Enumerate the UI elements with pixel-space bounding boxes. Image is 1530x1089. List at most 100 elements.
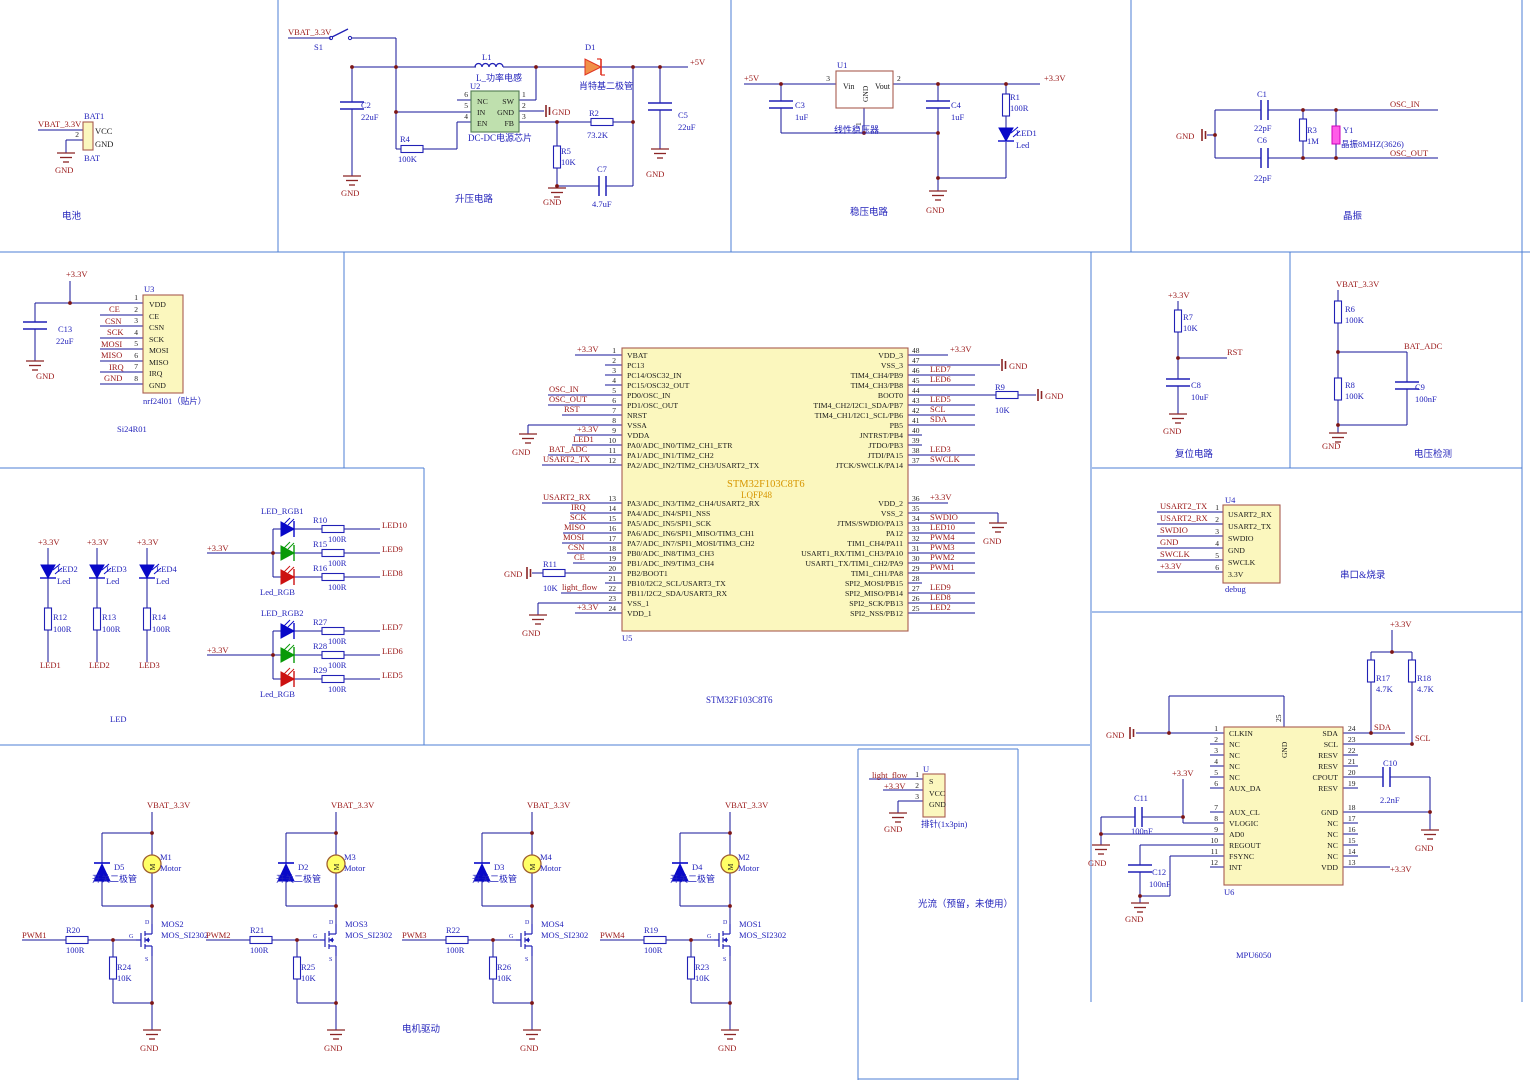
label-nrf24l01_[interactable]: nrf24l01（贴片） xyxy=(143,396,206,406)
label-D[interactable]: D xyxy=(525,920,530,926)
label-+3.3V[interactable]: +3.3V xyxy=(884,781,906,791)
label-LED[interactable]: LED xyxy=(110,714,127,724)
label-LQFP48[interactable]: LQFP48 xyxy=(741,490,773,500)
label-LED8[interactable]: LED8 xyxy=(930,592,951,602)
label-SWCLK[interactable]: SWCLK xyxy=(930,454,961,464)
label-PWM4[interactable]: PWM4 xyxy=(600,930,625,940)
label-+3.3V[interactable]: +3.3V xyxy=(207,543,229,553)
resistor-R9[interactable] xyxy=(995,390,1019,400)
flyback-diode-D2[interactable] xyxy=(277,862,295,882)
label-10uF[interactable]: 10uF xyxy=(1191,392,1209,402)
label-Led_RGB[interactable]: Led_RGB xyxy=(260,587,295,597)
label-C11[interactable]: C11 xyxy=(1134,793,1148,803)
label-1uF[interactable]: 1uF xyxy=(795,112,809,122)
label-+3.3V[interactable]: +3.3V xyxy=(38,537,60,547)
motor-M3[interactable] xyxy=(326,854,346,874)
label-10K[interactable]: 10K xyxy=(1183,323,1199,333)
label-Motor[interactable]: Motor xyxy=(738,863,759,873)
label-D1[interactable]: D1 xyxy=(585,42,595,52)
label-10K[interactable]: 10K xyxy=(995,405,1011,415)
label-U4[interactable]: U4 xyxy=(1225,495,1236,505)
resistor-R13[interactable] xyxy=(92,607,102,631)
label-+3.3V[interactable]: +3.3V xyxy=(1044,73,1066,83)
label-22uF[interactable]: 22uF xyxy=(361,112,379,122)
label-C4[interactable]: C4 xyxy=(951,100,962,110)
label-_[interactable]: 电池 xyxy=(62,210,82,222)
label-R5[interactable]: R5 xyxy=(561,146,571,156)
label-100nF[interactable]: 100nF xyxy=(1149,879,1171,889)
label-100R[interactable]: 100R xyxy=(250,945,269,955)
label-22pF[interactable]: 22pF xyxy=(1254,123,1272,133)
label-GND[interactable]: GND xyxy=(104,373,122,383)
label-SWCLK[interactable]: SWCLK xyxy=(1160,549,1191,559)
label-BAT1[interactable]: BAT1 xyxy=(84,111,104,121)
label-_[interactable]: 开关二极管 xyxy=(472,873,517,884)
label-22pF[interactable]: 22pF xyxy=(1254,173,1272,183)
label-+3.3V[interactable]: +3.3V xyxy=(207,645,229,655)
resistor-R16[interactable] xyxy=(321,572,345,582)
label-C3[interactable]: C3 xyxy=(795,100,805,110)
flyback-diode-D4[interactable] xyxy=(671,862,689,882)
resistor-R5[interactable] xyxy=(552,145,562,169)
label-SCK[interactable]: SCK xyxy=(107,327,124,337)
label-PWM1[interactable]: PWM1 xyxy=(930,562,955,572)
label-R18[interactable]: R18 xyxy=(1417,673,1431,683)
component-U3[interactable] xyxy=(142,294,184,394)
label-U6[interactable]: U6 xyxy=(1224,887,1234,897)
label-10K[interactable]: 10K xyxy=(695,973,711,983)
led-LED4[interactable] xyxy=(139,564,155,580)
label-GND[interactable]: GND xyxy=(1160,537,1178,547)
label-+5V[interactable]: +5V xyxy=(744,73,760,83)
label-MOS_SI2302[interactable]: MOS_SI2302 xyxy=(739,930,786,940)
label-C6[interactable]: C6 xyxy=(1257,135,1267,145)
resistor-R12[interactable] xyxy=(43,607,53,631)
label-LED9[interactable]: LED9 xyxy=(382,544,403,554)
resistor-R14[interactable] xyxy=(142,607,152,631)
label-RST[interactable]: RST xyxy=(1227,347,1243,357)
label-PWM2[interactable]: PWM2 xyxy=(930,552,955,562)
label-light_flow[interactable]: light_flow xyxy=(562,582,598,592)
label-GND[interactable]: GND xyxy=(324,1043,342,1053)
label-VBAT_3.3V[interactable]: VBAT_3.3V xyxy=(288,27,332,37)
label-100R[interactable]: 100R xyxy=(328,684,347,694)
label-_[interactable]: 光流（预留，未使用） xyxy=(918,898,1013,910)
label-_[interactable]: 晶振 xyxy=(1343,210,1363,222)
label-S[interactable]: S xyxy=(145,957,148,963)
label-M3[interactable]: M3 xyxy=(344,852,356,862)
label-OSC_IN[interactable]: OSC_IN xyxy=(549,384,579,394)
label-LED1[interactable]: LED1 xyxy=(1016,128,1037,138)
label-CSN[interactable]: CSN xyxy=(105,316,122,326)
label-OSC_OUT[interactable]: OSC_OUT xyxy=(1390,148,1429,158)
label-PWM2[interactable]: PWM2 xyxy=(206,930,231,940)
label-+3.3V[interactable]: +3.3V xyxy=(87,537,109,547)
label-C1[interactable]: C1 xyxy=(1257,89,1267,99)
label-+3.3V[interactable]: +3.3V xyxy=(1168,290,1190,300)
label-100R[interactable]: 100R xyxy=(102,624,121,634)
label-GND[interactable]: GND xyxy=(718,1043,736,1053)
label-100K[interactable]: 100K xyxy=(1345,315,1365,325)
label-SWDIO[interactable]: SWDIO xyxy=(1160,525,1188,535)
label-USART2_RX[interactable]: USART2_RX xyxy=(543,492,591,502)
label-22uF[interactable]: 22uF xyxy=(678,122,696,132)
label-+3.3V[interactable]: +3.3V xyxy=(1160,561,1182,571)
label-Motor[interactable]: Motor xyxy=(540,863,561,873)
label-RST[interactable]: RST xyxy=(564,404,580,414)
label-100K[interactable]: 100K xyxy=(1345,391,1365,401)
component-U4[interactable] xyxy=(1222,504,1281,584)
label-_[interactable]: 线性稳压器 xyxy=(834,124,879,135)
label-10K[interactable]: 10K xyxy=(543,583,559,593)
label-100R[interactable]: 100R xyxy=(328,636,347,646)
resistor-R17[interactable] xyxy=(1366,659,1376,683)
label-L__[interactable]: L_功率电感 xyxy=(476,72,522,83)
led-LED_RGB2_B[interactable] xyxy=(280,623,296,639)
label-OSC_OUT[interactable]: OSC_OUT xyxy=(549,394,588,404)
label-Si24R01[interactable]: Si24R01 xyxy=(117,424,147,434)
label-+3.3V[interactable]: +3.3V xyxy=(930,492,952,502)
label-M2[interactable]: M2 xyxy=(738,852,750,862)
label-R25[interactable]: R25 xyxy=(301,962,315,972)
component-U1[interactable] xyxy=(835,70,894,109)
label-D2[interactable]: D2 xyxy=(298,862,308,872)
label-R13[interactable]: R13 xyxy=(102,612,116,622)
resistor-R6[interactable] xyxy=(1333,300,1343,324)
led-LED1[interactable] xyxy=(998,127,1014,143)
